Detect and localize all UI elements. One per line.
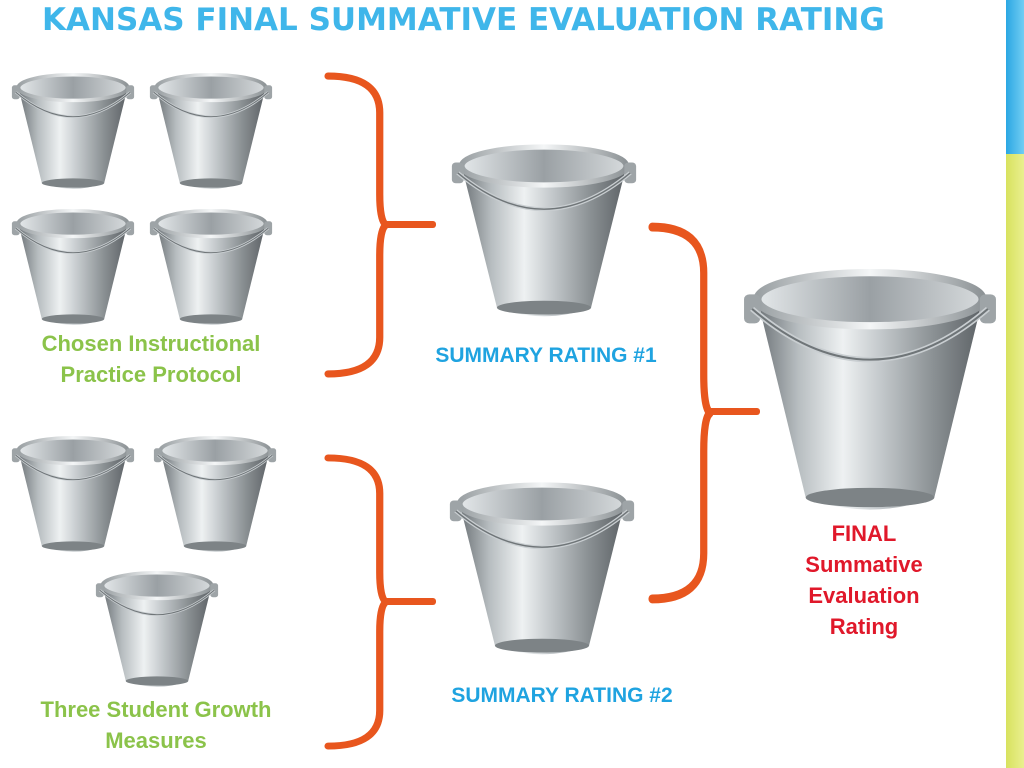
curly-brace-icon	[326, 72, 388, 378]
decorative-stripe-green	[1006, 154, 1024, 768]
curly-brace-icon	[326, 454, 388, 750]
bucket-icon	[92, 560, 222, 689]
page-title: KANSAS FINAL SUMMATIVE EVALUATION RATING	[42, 2, 885, 38]
summary-rating-2-label: SUMMARY RATING #2	[451, 684, 673, 707]
final-label-line4: Rating	[829, 614, 899, 639]
brace-connector	[384, 221, 436, 228]
protocol-label-line1: Chosen Instructional	[41, 331, 261, 356]
bucket-icon	[150, 425, 280, 554]
growth-label-line1: Three Student Growth	[40, 697, 272, 722]
brace-connector	[708, 408, 760, 415]
bucket-icon	[736, 246, 1004, 512]
growth-group-label: Three Student Growth Measures	[14, 694, 298, 756]
growth-label-line2: Measures	[105, 728, 207, 753]
final-label-line3: Evaluation	[808, 583, 920, 608]
protocol-label-line2: Practice Protocol	[60, 362, 242, 387]
final-label-line2: Summative	[805, 552, 923, 577]
summary-rating-1-label: SUMMARY RATING #1	[435, 344, 657, 367]
bucket-icon	[146, 198, 276, 327]
bucket-icon	[444, 466, 640, 656]
bucket-icon	[8, 198, 138, 327]
decorative-stripe-blue	[1006, 0, 1024, 154]
final-label-line1: FINAL	[831, 521, 897, 546]
protocol-group-label: Chosen Instructional Practice Protocol	[10, 328, 292, 390]
bucket-icon	[446, 128, 642, 318]
final-rating-label: FINAL Summative Evaluation Rating	[766, 518, 962, 642]
bucket-icon	[8, 425, 138, 554]
bucket-icon	[8, 62, 138, 191]
curly-brace-icon	[650, 222, 712, 604]
brace-connector	[384, 598, 436, 605]
bucket-icon	[146, 62, 276, 191]
